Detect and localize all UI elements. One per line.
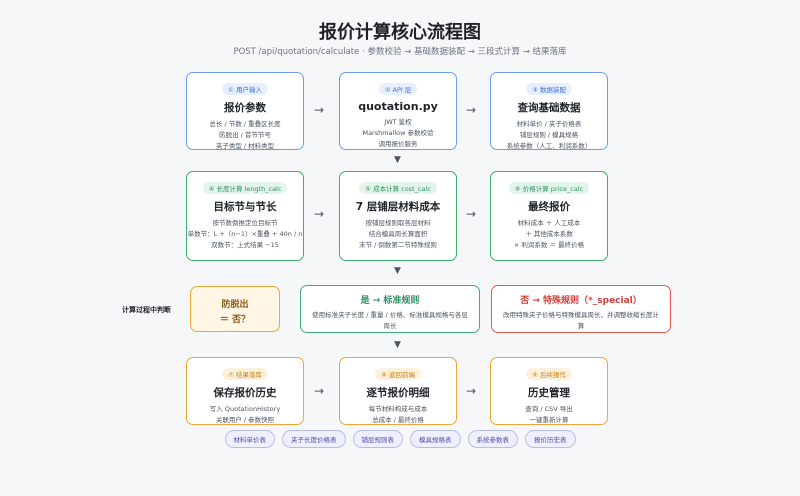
card-line: 双数节：上式结果 −15 xyxy=(211,241,279,249)
arrow-right: → xyxy=(314,207,325,221)
arrow-right: → xyxy=(466,384,477,398)
card-cost-calc: ⑤ 成本计算 cost_calc 7 层铺层材料成本 按铺层规则取各层材料 结合… xyxy=(339,171,457,261)
card-line: 单数节：L +（n−1）×重叠 + 40n / n xyxy=(187,230,303,238)
card-line: ＋ 其他成本系数 xyxy=(525,230,573,238)
arrow-down: ▼ xyxy=(394,155,401,165)
card-title: 7 层铺层材料成本 xyxy=(355,201,441,213)
page-title: 报价计算核心流程图 xyxy=(319,22,481,43)
card-api-layer: ② API 层 quotation.py JWT 鉴权 Marshmallow … xyxy=(339,72,457,150)
card-line: 结合模具周长算面积 xyxy=(368,230,428,238)
card-title: 报价参数 xyxy=(224,102,266,114)
card-line: 材料成本 ＋ 人工成本 xyxy=(517,219,581,227)
card-line: 写入 QuotationHistory xyxy=(209,405,281,413)
card-line: 材料单价 / 夹子价格表 xyxy=(516,120,582,128)
decision-yes-desc: 使用标准夹子长度 / 重量 / 价格、标准模具规格与各层周长 xyxy=(312,311,468,330)
card-line: 夹子类型 / 材料类型 xyxy=(215,142,275,150)
step-tag: ⑦ 结果落库 xyxy=(222,368,268,380)
card-line: 防脱出 / 首节节号 xyxy=(219,131,271,139)
arrow-down: ▼ xyxy=(394,340,401,350)
card-title: 历史管理 xyxy=(528,387,570,399)
chip-layup-rule-table: 铺层规则表 xyxy=(352,430,403,448)
decision-side-label: 计算过程中判断 xyxy=(122,306,171,314)
decision-question-box: 防脱出 ＝ 否？ xyxy=(190,286,280,332)
card-title: 查询基础数据 xyxy=(517,102,581,114)
decision-yes-title: 是 → 标准规则 xyxy=(360,296,420,306)
card-input-params: ① 用户输入 报价参数 总长 / 节数 / 重叠区长度 防脱出 / 首节节号 夹… xyxy=(186,72,304,150)
card-line: 查询 / CSV 导出 xyxy=(525,405,573,413)
step-tag: ① 用户输入 xyxy=(222,83,268,95)
card-line: 按节数倒推定位目标节 xyxy=(212,219,278,227)
chip-clip-length-price-table: 夹子长度价格表 xyxy=(282,430,346,448)
card-title: 最终报价 xyxy=(528,201,570,213)
arrow-down: ▼ xyxy=(394,266,401,276)
arrow-right: → xyxy=(314,103,325,117)
page-subtitle: POST /api/quotation/calculate · 参数校验 → 基… xyxy=(233,47,567,57)
card-line: JWT 鉴权 xyxy=(384,118,412,126)
step-tag: ⑨ 后续操作 xyxy=(526,368,572,380)
step-tag: ② API 层 xyxy=(378,83,418,95)
arrow-right: → xyxy=(466,103,477,117)
chip-system-param-table: 系统参数表 xyxy=(467,430,518,448)
chip-material-price-table: 材料单价表 xyxy=(224,430,275,448)
decision-question-line2: ＝ 否？ xyxy=(219,315,251,325)
arrow-right: → xyxy=(466,207,477,221)
decision-no-title: 否 → 特殊规则（*_special） xyxy=(520,296,642,306)
card-line: 总长 / 节数 / 重叠区长度 xyxy=(209,120,281,128)
card-line: Marshmallow 参数校验 xyxy=(362,129,434,137)
step-tag: ③ 数据装配 xyxy=(526,83,572,95)
card-line: 总成本 / 最终价格 xyxy=(372,416,424,424)
decision-no-box: 否 → 特殊规则（*_special） 改用特殊夹子价格与特殊模具周长，并调整收… xyxy=(491,285,671,333)
step-tag: ⑧ 返回前端 xyxy=(375,368,421,380)
card-return-detail: ⑧ 返回前端 逐节报价明细 每节材料构成与成本 总成本 / 最终价格 xyxy=(339,357,457,425)
step-tag: ⑤ 成本计算 cost_calc xyxy=(359,182,437,194)
chip-quotation-history-table: 报价历史表 xyxy=(525,430,576,448)
card-line: 末节 / 倒数第二节特殊规则 xyxy=(359,241,437,249)
decision-yes-box: 是 → 标准规则 使用标准夹子长度 / 重量 / 价格、标准模具规格与各层周长 xyxy=(300,285,480,333)
card-line: 关联用户 / 参数快照 xyxy=(215,416,275,424)
decision-question-line1: 防脱出 xyxy=(221,300,249,310)
card-line: 调用报价服务 xyxy=(378,140,418,148)
card-line: 铺层规则 / 模具规格 xyxy=(519,131,579,139)
card-data-assembly: ③ 数据装配 查询基础数据 材料单价 / 夹子价格表 铺层规则 / 模具规格 系… xyxy=(490,72,608,150)
data-table-chips: 材料单价表 夹子长度价格表 铺层规则表 模具规格表 系统参数表 报价历史表 xyxy=(0,430,800,448)
chip-mold-spec-table: 模具规格表 xyxy=(410,430,461,448)
step-tag: ④ 长度计算 length_calc xyxy=(202,182,288,194)
card-title: 逐节报价明细 xyxy=(366,387,430,399)
step-tag: ⑥ 价格计算 price_calc xyxy=(508,182,590,194)
card-length-calc: ④ 长度计算 length_calc 目标节与节长 按节数倒推定位目标节 单数节… xyxy=(186,171,304,261)
card-price-calc: ⑥ 价格计算 price_calc 最终报价 材料成本 ＋ 人工成本 ＋ 其他成… xyxy=(490,171,608,261)
card-title: 保存报价历史 xyxy=(213,387,277,399)
card-title: 目标节与节长 xyxy=(213,201,277,213)
card-line: 按铺层规则取各层材料 xyxy=(365,219,431,227)
decision-no-desc: 改用特殊夹子价格与特殊模具周长，并调整收缩长度计算 xyxy=(503,311,659,330)
card-line: 每节材料构成与成本 xyxy=(368,405,428,413)
card-save-history: ⑦ 结果落库 保存报价历史 写入 QuotationHistory 关联用户 /… xyxy=(186,357,304,425)
card-line: 一键重新计算 xyxy=(529,416,569,424)
card-line: × 利润系数 ＝ 最终价格 xyxy=(513,241,585,249)
arrow-right: → xyxy=(314,384,325,398)
card-line: 系统参数（人工、利润系数） xyxy=(506,142,592,150)
card-history-manage: ⑨ 后续操作 历史管理 查询 / CSV 导出 一键重新计算 xyxy=(490,357,608,425)
card-title: quotation.py xyxy=(358,100,438,113)
